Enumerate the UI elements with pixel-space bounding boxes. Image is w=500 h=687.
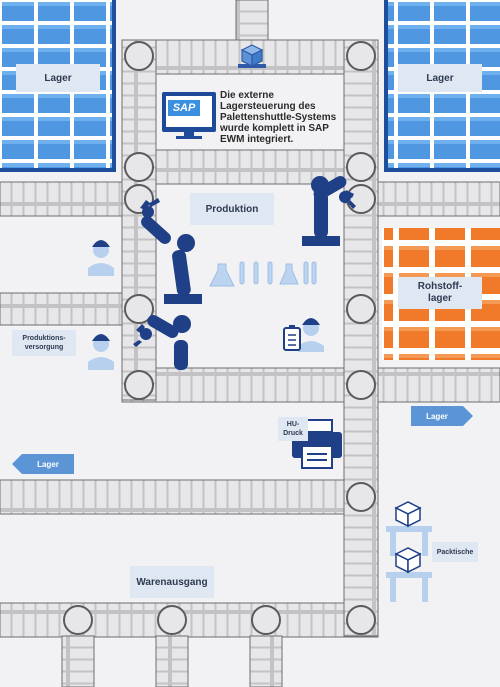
arrow-lager-right-label: Lager	[426, 411, 448, 421]
label-hu-druck: HU- Druck	[278, 417, 308, 441]
arrow-right-shape	[411, 406, 473, 426]
pallet-box-icon	[238, 44, 266, 68]
arrow-left-shape	[12, 454, 74, 474]
label-produktion: Produktion	[190, 193, 274, 225]
label-lager-right: Lager	[398, 64, 482, 92]
worker-icon	[88, 334, 114, 370]
robot-arm-icon	[302, 176, 356, 246]
conveyor-turntables	[63, 41, 376, 635]
packtisch-icon	[386, 501, 432, 556]
robot-arm-icon	[140, 198, 202, 304]
label-lager-left: Lager	[16, 64, 100, 92]
label-rohstofflager: Rohstoff- lager	[398, 277, 482, 309]
label-produktionsversorgung: Produktions- versorgung	[12, 330, 76, 356]
arrow-lager-left-label: Lager	[37, 459, 59, 469]
worker-clipboard-icon	[283, 318, 324, 352]
label-packtische: Packtische	[432, 542, 478, 562]
sap-logo: SAP	[172, 102, 196, 114]
lab-flasks-icon	[209, 261, 317, 287]
printer-icon	[292, 419, 342, 469]
sap-monitor-icon	[162, 92, 216, 139]
sap-integration-text: Die externe Lagersteuerung des Palettens…	[220, 90, 337, 145]
robot-arm-icon	[133, 315, 191, 370]
packtisch-icon	[386, 547, 432, 602]
label-warenausgang: Warenausgang	[130, 566, 214, 598]
worker-icon	[88, 240, 114, 276]
